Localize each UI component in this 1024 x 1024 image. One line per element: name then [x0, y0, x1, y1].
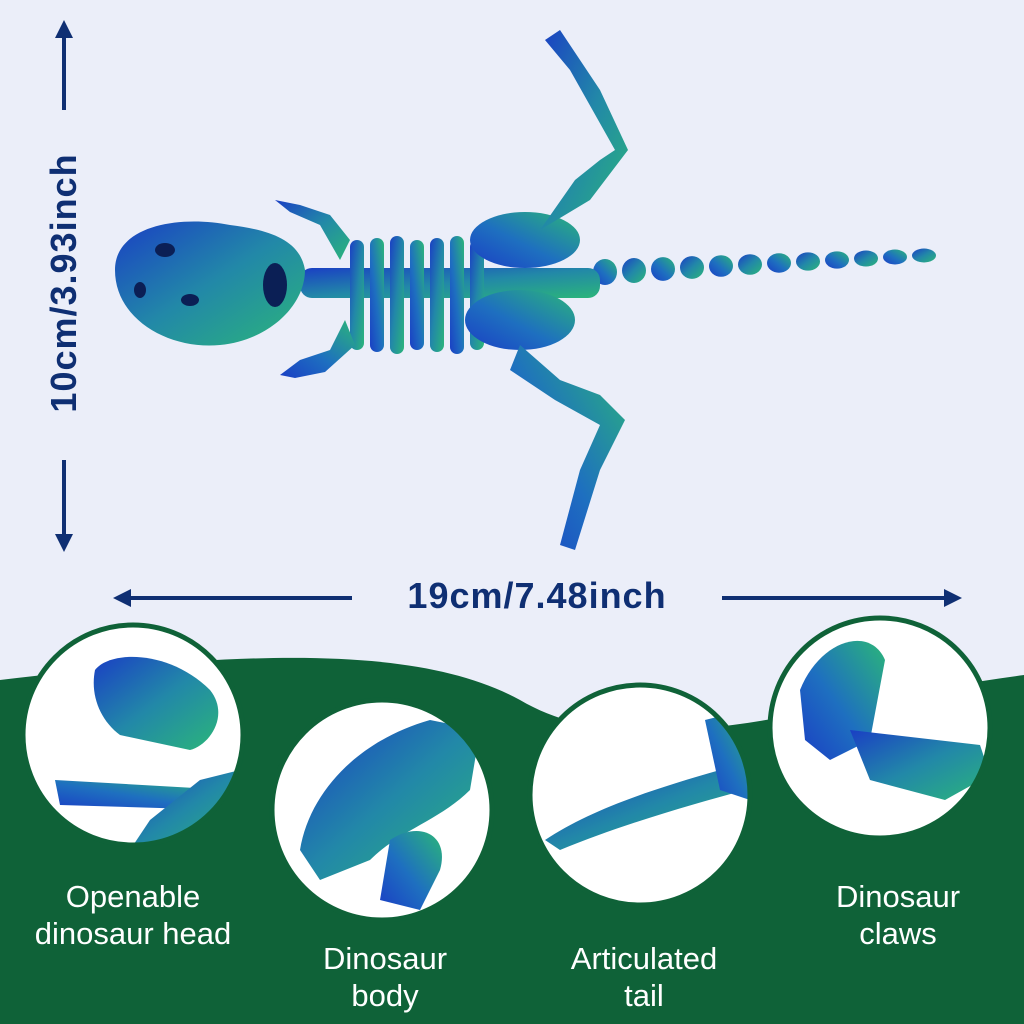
green-band [0, 657, 1024, 1024]
caption-tail-line-2: tail [624, 978, 664, 1013]
caption-claws-line-2: claws [859, 916, 937, 951]
height-dimension-arrow [55, 20, 73, 552]
width-label: 19cm/7.48inch [407, 575, 667, 616]
caption-head-line-1: Openable [65, 879, 201, 914]
height-label: 10cm/3.93inch [43, 153, 84, 413]
caption-body-line-2: body [351, 978, 419, 1013]
caption-tail-line-1: Articulated [570, 941, 718, 976]
feature-circle-tail [527, 682, 753, 908]
feature-circle-head [20, 622, 246, 848]
caption-head-line-2: dinosaur head [34, 916, 232, 951]
caption-claws: Dinosaur claws [768, 878, 1024, 952]
feature-circle-claws [767, 615, 993, 841]
caption-body: Dinosaur body [255, 940, 515, 1014]
caption-head: Openable dinosaur head [3, 878, 263, 952]
dinosaur-skeleton-image [115, 30, 936, 550]
caption-claws-line-1: Dinosaur [835, 879, 961, 914]
caption-tail: Articulated tail [514, 940, 774, 1014]
width-dimension-arrow [113, 589, 962, 607]
caption-body-line-1: Dinosaur [322, 941, 448, 976]
feature-circle-body [269, 697, 495, 923]
